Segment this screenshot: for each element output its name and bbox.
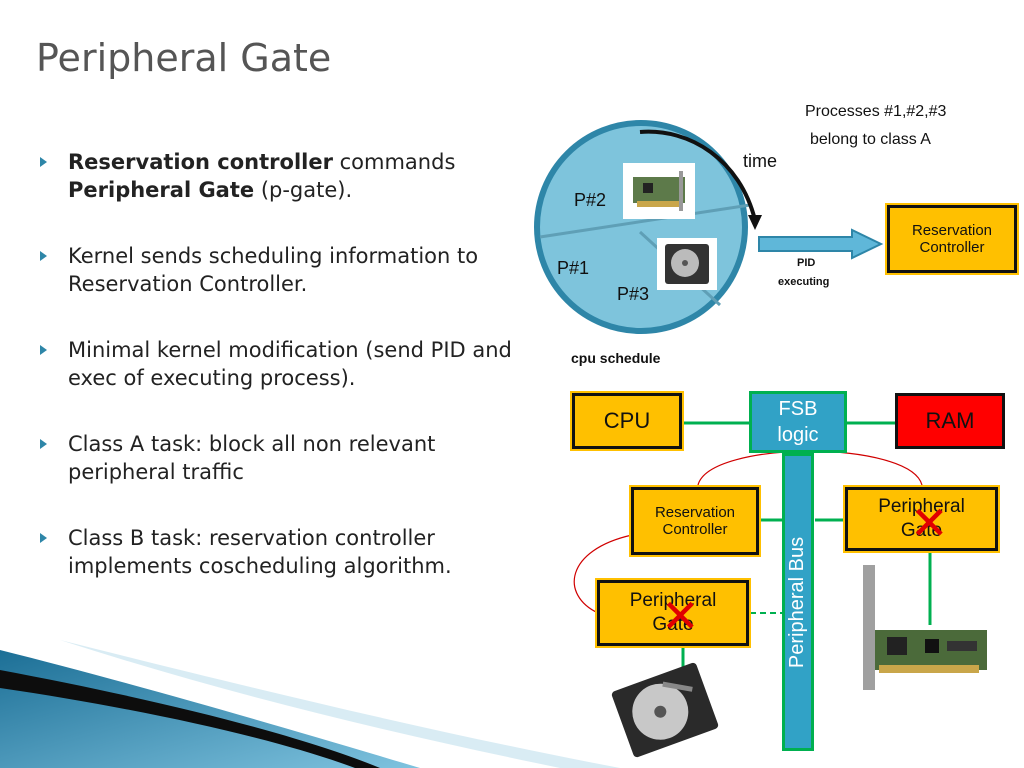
box-label: FSB	[778, 398, 818, 420]
peripheral-bus: Peripheral Bus	[782, 453, 814, 751]
arrow-right-icon	[758, 228, 884, 260]
bullet-text: (p-gate).	[254, 178, 353, 202]
bullet-bold-term: Reservation controller	[68, 150, 333, 174]
bullet-arrow-icon	[40, 157, 47, 167]
bullet-item: Kernel sends scheduling information to R…	[40, 242, 520, 298]
bullet-item: Minimal kernel modification (send PID an…	[40, 336, 520, 392]
reservation-controller-box-top: Reservation Controller	[885, 203, 1019, 275]
box-label: Controller	[919, 239, 985, 256]
box-label: Gate	[900, 520, 943, 541]
box-label: Reservation	[654, 504, 736, 521]
decorative-swoosh	[0, 640, 620, 768]
peripheral-gate-left: Peripheral Gate	[595, 578, 751, 648]
slice-label: P#3	[617, 284, 650, 304]
bullet-arrow-icon	[40, 533, 47, 543]
ram-box: RAM	[895, 393, 1005, 449]
processes-note: Processes #1,#2,#3	[805, 103, 947, 120]
box-label: CPU	[603, 408, 651, 433]
box-label: logic	[777, 424, 819, 446]
cpu-schedule-pie	[534, 120, 762, 334]
bullet-arrow-icon	[40, 439, 47, 449]
network-card-icon	[863, 565, 987, 690]
box-label: RAM	[925, 408, 975, 433]
bullet-item: Class A task: block all non relevant per…	[40, 430, 520, 486]
box-label: Peripheral	[629, 590, 717, 611]
bullet-text: commands	[332, 150, 456, 174]
slice-label: P#1	[557, 258, 590, 278]
box-label: Gate	[652, 614, 694, 635]
blocked-x-icon: ✕	[661, 589, 700, 643]
time-label: time	[743, 151, 778, 171]
reservation-controller-box-bottom: Reservation Controller	[629, 485, 761, 557]
processes-note: belong to class A	[810, 131, 931, 148]
slide-title: Peripheral Gate	[36, 36, 332, 80]
bullet-item: Reservation controller commands Peripher…	[40, 148, 520, 204]
bus-label: Peripheral Bus	[786, 536, 809, 668]
box-label: Controller	[662, 521, 728, 538]
bullet-arrow-icon	[40, 251, 47, 261]
bullet-item: Class B task: reservation controller imp…	[40, 524, 520, 580]
arrow-label: executing	[778, 276, 830, 288]
hard-disk-icon	[657, 238, 717, 290]
hard-disk-icon	[611, 662, 719, 758]
arrow-label: PID	[797, 257, 816, 269]
peripheral-gate-right: Peripheral Gate	[843, 485, 1000, 553]
bullet-text: Class B task: reservation controller imp…	[68, 526, 452, 578]
box-label: Peripheral	[878, 496, 965, 517]
bullet-arrow-icon	[40, 345, 47, 355]
bullet-list: Reservation controller commands Peripher…	[40, 148, 520, 618]
bullet-text: Class A task: block all non relevant per…	[68, 432, 436, 484]
fsb-logic-box: FSB logic	[749, 391, 847, 453]
box-label: Reservation	[911, 222, 993, 239]
blocked-x-icon: ✕	[910, 496, 949, 550]
network-card-icon	[623, 163, 695, 219]
cpu-box: CPU	[570, 391, 684, 451]
bullet-text: Minimal kernel modification (send PID an…	[68, 338, 512, 390]
cpu-schedule-caption: cpu schedule	[571, 350, 661, 366]
slice-label: P#2	[574, 190, 607, 210]
bullet-bold-term: Peripheral Gate	[68, 178, 255, 202]
bullet-text: Kernel sends scheduling information to R…	[68, 244, 479, 296]
